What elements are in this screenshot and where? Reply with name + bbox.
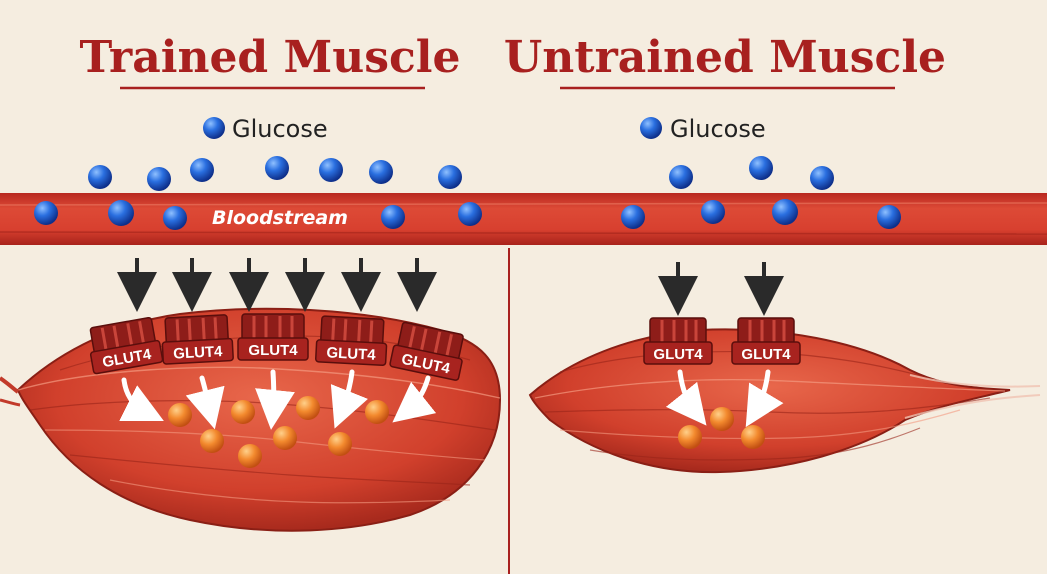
glucose-group-blood-right [621, 156, 901, 229]
uptake-arrows-trained [119, 369, 437, 430]
uptake-arrow-icon [255, 369, 295, 430]
glucose-molecule [238, 444, 262, 468]
glut4-transporter: GLUT4 [237, 313, 309, 361]
glucose-molecule [34, 201, 58, 225]
glut4-label: GLUT4 [741, 346, 791, 363]
glut4-label: GLUT4 [248, 342, 298, 359]
glucose-molecule [678, 425, 702, 449]
glucose-molecule [877, 205, 901, 229]
glucose-molecule [273, 426, 297, 450]
glut4-transporter: GLUT4 [389, 321, 464, 381]
glucose-molecule [458, 202, 482, 226]
glut4-group-untrained: GLUT4 GLUT4 [643, 317, 801, 365]
glucose-molecule [369, 160, 393, 184]
glucose-molecule [163, 206, 187, 230]
glut4-transporter: GLUT4 [315, 315, 388, 366]
glucose-molecule [108, 200, 134, 226]
glucose-legend-dot-right [640, 117, 662, 139]
glut4-transporter: GLUT4 [731, 317, 801, 365]
intracellular-glucose-untrained [678, 407, 765, 449]
glut4-group-trained: GLUT4 GLUT4 GLUT4 GLUT4 [89, 313, 464, 381]
glucose-molecule [365, 400, 389, 424]
glucose-molecule [621, 205, 645, 229]
glucose-molecule [741, 425, 765, 449]
glucose-group-blood-left [34, 156, 482, 230]
glucose-molecule [168, 403, 192, 427]
uptake-arrow-icon [185, 375, 225, 430]
uptake-arrow-icon [392, 375, 437, 423]
glut4-label: GLUT4 [173, 343, 224, 363]
glucose-molecule [296, 396, 320, 420]
glucose-molecule [265, 156, 289, 180]
glucose-molecule [231, 400, 255, 424]
intracellular-glucose-trained [168, 396, 389, 468]
glucose-molecule [669, 165, 693, 189]
title-trained: Trained Muscle [80, 32, 461, 83]
glut4-label: GLUT4 [653, 346, 703, 363]
glucose-molecule [200, 429, 224, 453]
glucose-molecule [749, 156, 773, 180]
glut4-transporter: GLUT4 [643, 317, 713, 365]
uptake-arrow-icon [119, 377, 164, 421]
glucose-molecule [88, 165, 112, 189]
uptake-arrow-icon [665, 369, 707, 426]
glucose-legend-dot-left [203, 117, 225, 139]
glucose-molecule [147, 167, 171, 191]
uptake-arrows-untrained [665, 369, 784, 428]
uptake-arrow-icon [745, 369, 784, 428]
glucose-molecule [319, 158, 343, 182]
glut4-transporter: GLUT4 [89, 316, 164, 375]
glut4-transporter: GLUT4 [161, 314, 234, 365]
title-untrained: Untrained Muscle [504, 32, 946, 83]
uptake-arrow-icon [330, 369, 368, 429]
bloodstream-label: Bloodstream [212, 207, 348, 229]
glucose-molecule [381, 205, 405, 229]
glut4-label: GLUT4 [326, 344, 377, 364]
glucose-molecule [701, 200, 725, 224]
arrows-trained [117, 258, 437, 312]
glucose-molecule [710, 407, 734, 431]
glucose-molecule [772, 199, 798, 225]
glucose-molecule [328, 432, 352, 456]
arrows-untrained [658, 262, 784, 316]
glucose-molecule [438, 165, 462, 189]
glucose-label-left: Glucose [232, 115, 328, 143]
glucose-molecule [810, 166, 834, 190]
glucose-label-right: Glucose [670, 115, 766, 143]
glucose-molecule [190, 158, 214, 182]
